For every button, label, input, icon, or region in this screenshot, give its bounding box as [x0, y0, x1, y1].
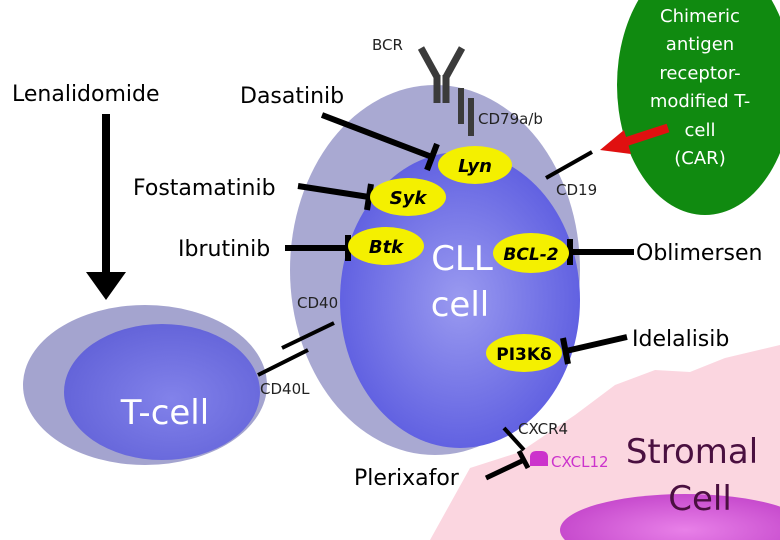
- oblimersen-label: Oblimersen: [636, 241, 762, 266]
- cll-cell-nucleus: [340, 152, 580, 448]
- car-t-cell: [617, 0, 780, 215]
- btk-label: Btk: [369, 237, 404, 258]
- stromal-cell-label-line2: Cell: [668, 479, 732, 519]
- cll-cell-label-line1: CLL: [431, 239, 493, 279]
- syk-target: Syk: [370, 178, 446, 216]
- car-label-line4: modified T-: [650, 91, 750, 112]
- cd40l-label: CD40L: [260, 380, 310, 398]
- car-t-cell-label: Chimeric antigen receptor- modified T- c…: [650, 6, 750, 169]
- cxcr4-label: CXCR4: [518, 420, 568, 438]
- plerixafor-label: Plerixafor: [354, 466, 460, 491]
- fostamatinib-label: Fostamatinib: [133, 176, 276, 201]
- pi3k-label: PI3Kδ: [496, 345, 551, 365]
- car-label-line3: receptor-: [659, 63, 740, 84]
- btk-target: Btk: [348, 227, 424, 265]
- stromal-cell-label-line1: Stromal: [626, 432, 758, 472]
- t-cell-label: T-cell: [120, 393, 209, 433]
- cd19-label: CD19: [556, 181, 597, 199]
- cll-cell-label-line2: cell: [431, 285, 490, 325]
- cd19-receptor: [545, 150, 593, 180]
- lenalidomide-label: Lenalidomide: [12, 82, 160, 107]
- car-label-line6: (CAR): [674, 148, 725, 169]
- oblimersen-inhibition: [567, 239, 634, 265]
- stromal-cell-membrane: [430, 345, 780, 540]
- dasatinib-inhibition: [320, 112, 440, 172]
- pi3k-target: PI3Kδ: [486, 334, 562, 372]
- idelalisib-inhibition: [560, 334, 628, 365]
- lyn-target: Lyn: [438, 146, 512, 184]
- ibrutinib-label: Ibrutinib: [178, 237, 270, 262]
- t-cell-nucleus: [64, 324, 260, 460]
- idelalisib-label: Idelalisib: [632, 327, 729, 352]
- car-label-line5: cell: [685, 120, 716, 141]
- bcr-receptor: [417, 46, 466, 103]
- dasatinib-label: Dasatinib: [240, 84, 344, 109]
- lyn-label: Lyn: [458, 156, 492, 177]
- car-label-line2: antigen: [666, 34, 734, 55]
- ibrutinib-inhibition: [285, 235, 351, 261]
- cd40-label: CD40: [297, 294, 338, 312]
- lenalidomide-arrow: [86, 114, 126, 300]
- cd79-receptor: [458, 88, 474, 136]
- plerixafor-inhibition: [484, 449, 531, 481]
- cxcr4-receptor: [502, 426, 526, 452]
- bcl2-target: BCL-2: [493, 233, 569, 273]
- cd40-receptor: [281, 321, 335, 350]
- fostamatinib-inhibition: [297, 183, 374, 211]
- stromal-cell-nucleus: [560, 494, 780, 540]
- cxcl12-ligand: [530, 451, 548, 466]
- bcl2-label: BCL-2: [503, 245, 558, 265]
- cd40l-ligand: [257, 348, 309, 377]
- car-arrow: [600, 123, 670, 154]
- cd79-label: CD79a/b: [478, 110, 543, 128]
- bcr-label: BCR: [372, 36, 403, 54]
- syk-label: Syk: [390, 188, 428, 209]
- car-label-line1: Chimeric: [660, 6, 740, 27]
- cxcl12-label: CXCL12: [551, 453, 609, 471]
